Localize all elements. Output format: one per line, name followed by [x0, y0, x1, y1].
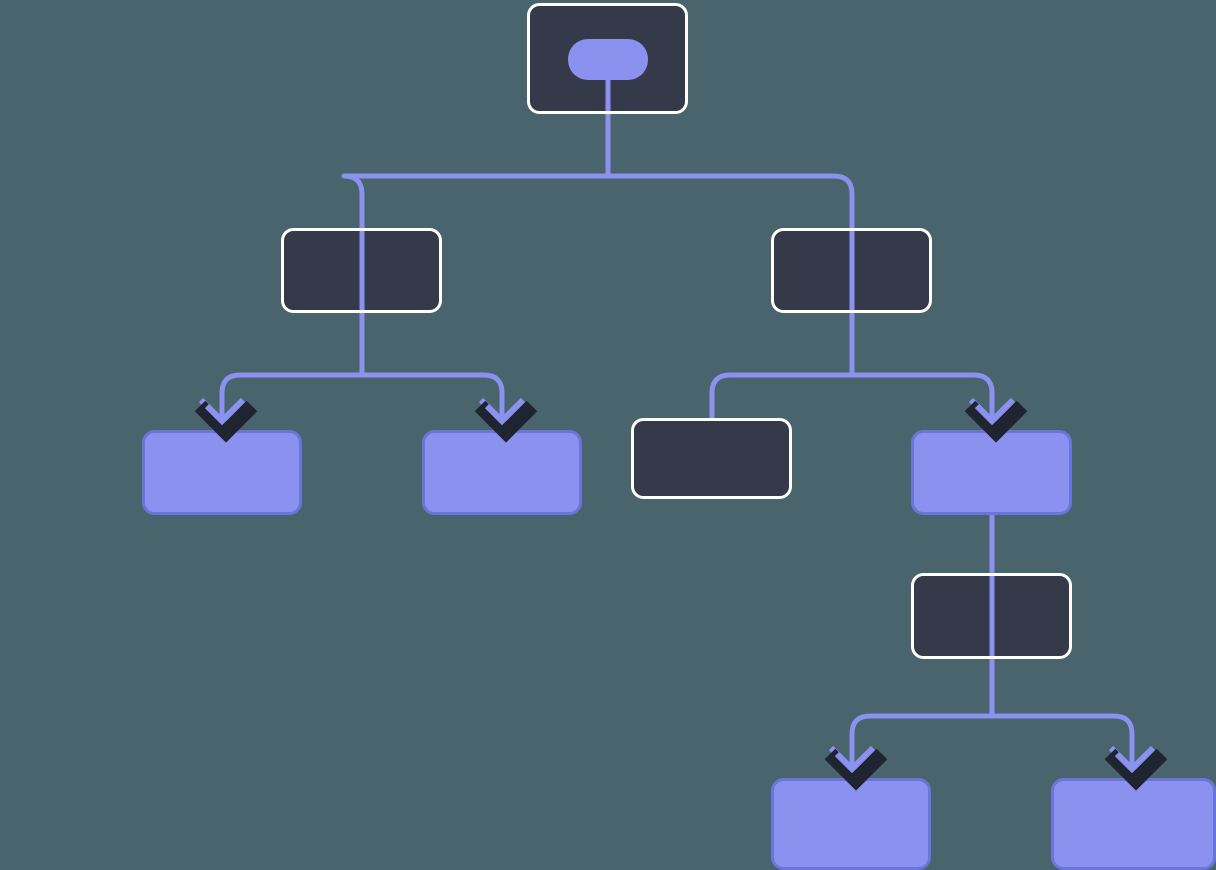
level1-right-node[interactable]	[771, 228, 932, 313]
level1-right-node-border	[771, 228, 932, 313]
level1-left-node-border	[281, 228, 442, 313]
arrowhead-leaf-right-dark	[1104, 748, 1168, 791]
level3-dark-node[interactable]	[911, 573, 1072, 659]
arrowhead-leaf-a	[194, 397, 258, 443]
node-inner-shape-layer	[568, 39, 648, 80]
arrowhead-leaf-b-accent-inner	[484, 403, 520, 426]
connector-level3-to-leaf-right	[992, 713, 1135, 780]
arrowhead-leaf-left-accent-inner	[834, 751, 870, 774]
arrowhead-branch-node-dark	[964, 400, 1028, 443]
arrowhead-branch-node-accent-inner	[974, 403, 1010, 426]
level2-branch-node[interactable]	[911, 430, 1072, 515]
level2-leaf-a[interactable]	[142, 430, 302, 515]
level4-leaf-right[interactable]	[1051, 778, 1216, 870]
arrowhead-leaf-right-accent-inner	[1114, 751, 1150, 774]
arrowhead-branch-node	[964, 397, 1028, 443]
level3-dark-node-border	[911, 573, 1072, 659]
level2-branch-node-fill	[912, 431, 1071, 514]
connector-root-to-level1-right	[608, 173, 855, 375]
node-fill-layer	[143, 4, 1215, 869]
root-node-border	[527, 3, 688, 114]
level2-leaf-a-fill	[143, 431, 301, 514]
connector-level1-left-to-leaf-b	[362, 372, 505, 432]
level2-dark-node-fill	[632, 419, 791, 498]
arrowhead-leaf-b-dark	[474, 400, 538, 443]
connector-level1-right-to-dark-node	[709, 372, 852, 420]
level4-leaf-left-fill	[772, 779, 930, 869]
arrowhead-leaf-a-accent-inner	[204, 403, 240, 426]
level2-leaf-b-fill	[423, 431, 581, 514]
connector-level1-left-to-leaf-a	[219, 330, 365, 432]
connector-root-to-level1-left	[341, 173, 608, 330]
arrowhead-leaf-left-dark	[824, 748, 888, 791]
level2-dark-node[interactable]	[631, 418, 792, 499]
arrowhead-leaf-b	[474, 397, 538, 443]
arrowhead-leaf-left	[824, 745, 888, 791]
arrowhead-leaf-right	[1104, 745, 1168, 791]
connector-layer	[219, 39, 1135, 780]
level1-left-node[interactable]	[281, 228, 442, 313]
level4-leaf-left[interactable]	[771, 778, 931, 870]
level2-leaf-b[interactable]	[422, 430, 582, 515]
root-pill	[568, 39, 648, 80]
level2-dark-node-border	[631, 418, 792, 499]
arrowhead-layer	[194, 397, 1168, 791]
arrowhead-leaf-a-dark	[194, 400, 258, 443]
level4-leaf-right-fill	[1052, 779, 1215, 869]
connector-level3-to-leaf-left	[849, 713, 992, 780]
root-node[interactable]	[527, 3, 688, 114]
connector-level1-right-to-branch-node	[852, 372, 995, 432]
